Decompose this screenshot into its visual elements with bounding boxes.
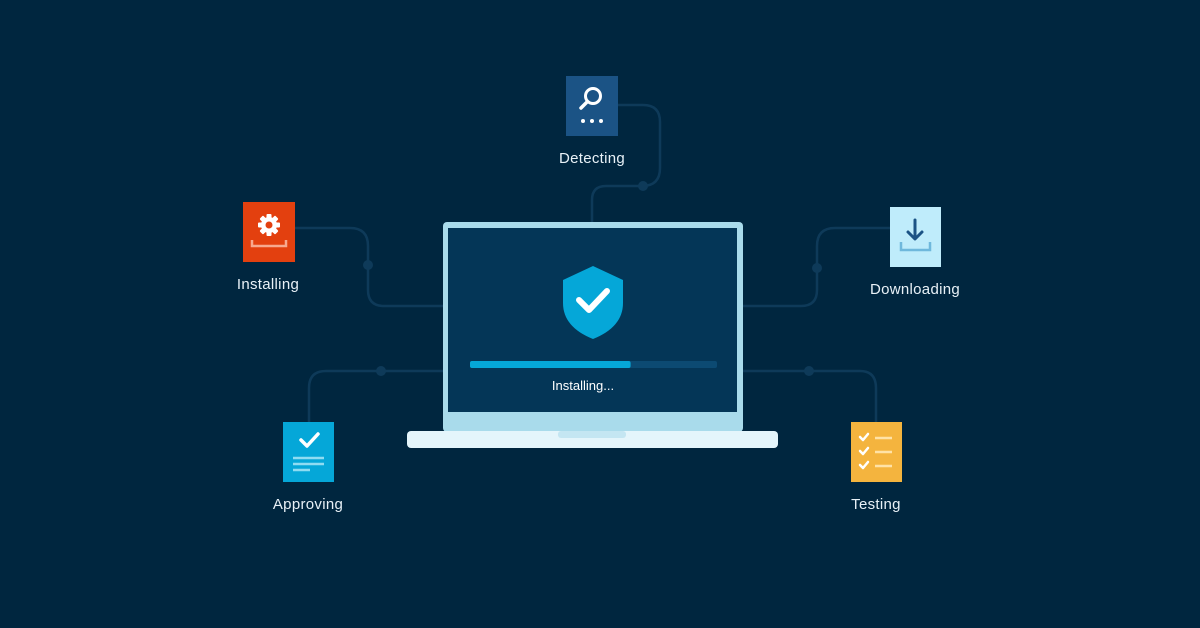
connector-testing	[742, 371, 876, 422]
connector-dot	[363, 260, 373, 270]
label-approving: Approving	[273, 496, 343, 513]
connector-dot	[638, 181, 648, 191]
laptop-notch	[558, 431, 626, 438]
connector-approving	[309, 371, 443, 422]
label-detecting: Detecting	[559, 150, 625, 167]
label-installing: Installing	[237, 276, 299, 293]
label-testing: Testing	[851, 496, 901, 513]
laptop-status-text: Installing...	[552, 378, 614, 393]
download-arrow-icon	[890, 207, 941, 267]
connector-dot	[804, 366, 814, 376]
checklist-icon	[851, 422, 902, 482]
check-document-icon	[283, 422, 334, 482]
connector-dot	[812, 263, 822, 273]
connector-dot	[376, 366, 386, 376]
progress-fill	[470, 361, 631, 368]
label-downloading: Downloading	[870, 281, 960, 298]
gear-tray-icon	[243, 202, 295, 262]
magnifier-dots-icon	[566, 76, 618, 136]
laptop	[407, 222, 778, 448]
